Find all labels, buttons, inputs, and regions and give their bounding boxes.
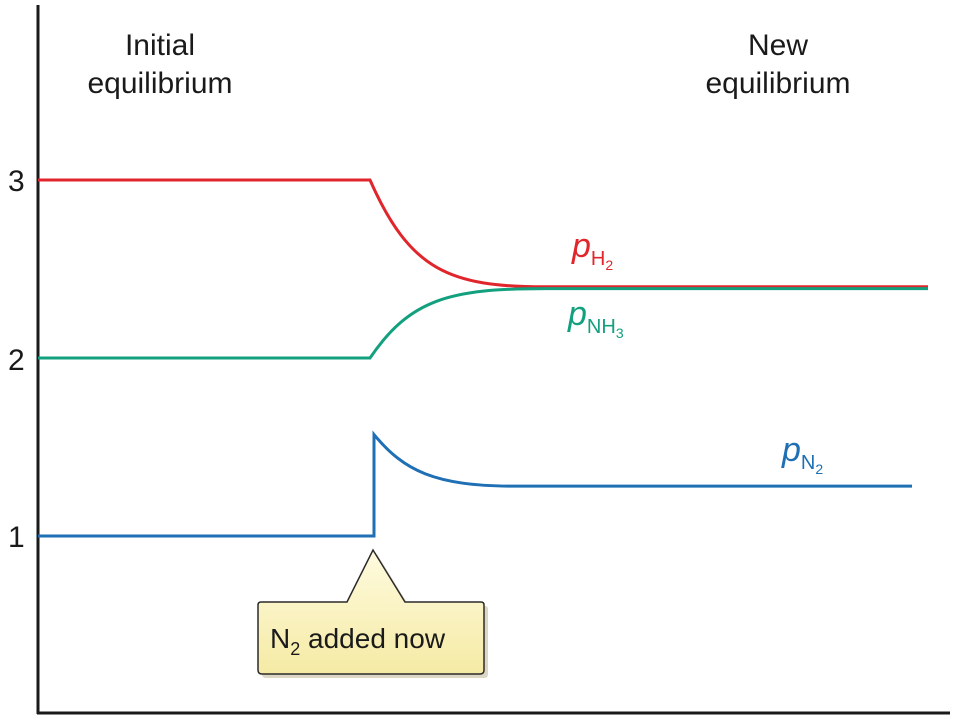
series-label-h2-sub2: 2 <box>605 257 613 273</box>
left-region-label-line2: equilibrium <box>87 67 232 100</box>
series-label-n2-sub2: 2 <box>815 461 823 477</box>
series-label-n2-main: p <box>781 431 801 469</box>
series-label-nh3-sub2: 3 <box>616 325 624 341</box>
series-label-nh3-main: p <box>567 295 587 333</box>
callout-bubble-body <box>257 548 485 675</box>
series-label-nh3: pNH3 <box>567 295 624 341</box>
series-line-nh3 <box>38 287 928 360</box>
series-line-h2 <box>38 178 928 289</box>
callout-n2-added: N2 added now <box>257 548 488 678</box>
series-label-nh3-sub: NH <box>587 316 616 338</box>
series-label-n2: pN2 <box>781 431 823 477</box>
left-region-label-line1: Initial <box>125 29 195 62</box>
y-tick-label-3: 3 <box>8 165 25 198</box>
callout-text-sub: 2 <box>290 639 300 659</box>
right-region-label-line2: equilibrium <box>705 67 850 100</box>
series-label-h2-sub: H <box>591 248 605 270</box>
series-label-n2-sub: N <box>801 452 815 474</box>
y-tick-label-1: 1 <box>8 521 25 554</box>
callout-text-rest: added now <box>300 623 446 654</box>
series-label-h2-main: p <box>571 227 591 265</box>
y-tick-label-2: 2 <box>8 344 25 377</box>
series-label-h2: pH2 <box>571 227 613 273</box>
callout-text-main: N <box>270 623 290 654</box>
series-line-n2 <box>38 430 912 538</box>
callout-text: N2 added now <box>270 623 446 659</box>
right-region-label-line1: New <box>748 29 808 62</box>
